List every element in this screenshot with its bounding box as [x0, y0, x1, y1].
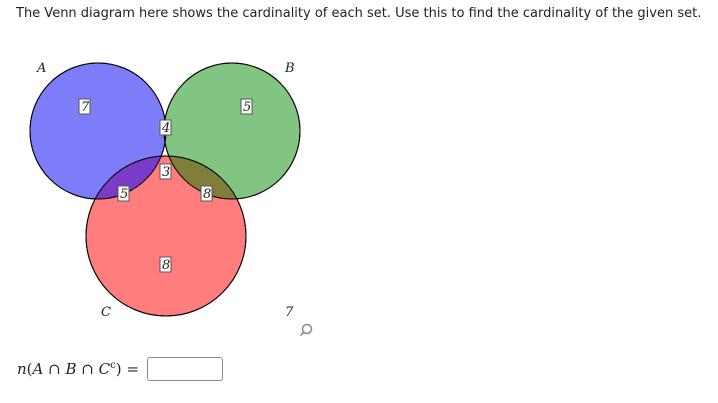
set-b-label: B — [284, 61, 295, 76]
region-b-only-value: 5 — [243, 100, 251, 115]
region-ab-only: 4 — [159, 119, 172, 136]
magnifier-icon[interactable] — [300, 322, 316, 338]
region-a-only: 7 — [78, 98, 91, 115]
region-c-only: 8 — [159, 256, 172, 273]
region-b-only: 5 — [240, 98, 253, 115]
question-expression: n(A ∩ B ∩ Cc) = — [17, 360, 139, 378]
instruction-text: The Venn diagram here shows the cardinal… — [16, 6, 702, 21]
question-set-c: C — [98, 360, 111, 378]
question-open-paren: ( — [26, 360, 33, 378]
question-set-b: B — [65, 360, 77, 378]
region-ab-only-value: 4 — [161, 121, 170, 136]
question-complement: c — [110, 360, 116, 371]
region-bc-only: 8 — [200, 185, 213, 202]
question-cap-2: ∩ — [76, 360, 99, 378]
question-cap-1: ∩ — [43, 360, 66, 378]
region-c-only-value: 8 — [162, 258, 170, 273]
region-abc: 3 — [159, 163, 172, 180]
region-outside-value: 7 — [285, 305, 294, 320]
region-ac-only: 5 — [117, 185, 130, 202]
region-ac-only-value: 5 — [120, 187, 128, 202]
region-abc-value: 3 — [162, 165, 170, 180]
region-a-only-value: 7 — [81, 100, 90, 115]
question-set-a: A — [32, 360, 44, 378]
question-n: n — [17, 360, 27, 378]
answer-input[interactable] — [147, 357, 223, 381]
set-a-label: A — [36, 61, 46, 76]
region-bc-only-value: 8 — [203, 187, 211, 202]
question-equals: = — [121, 360, 139, 378]
set-c-label: C — [101, 305, 111, 320]
question-close-paren: ) — [115, 360, 122, 378]
